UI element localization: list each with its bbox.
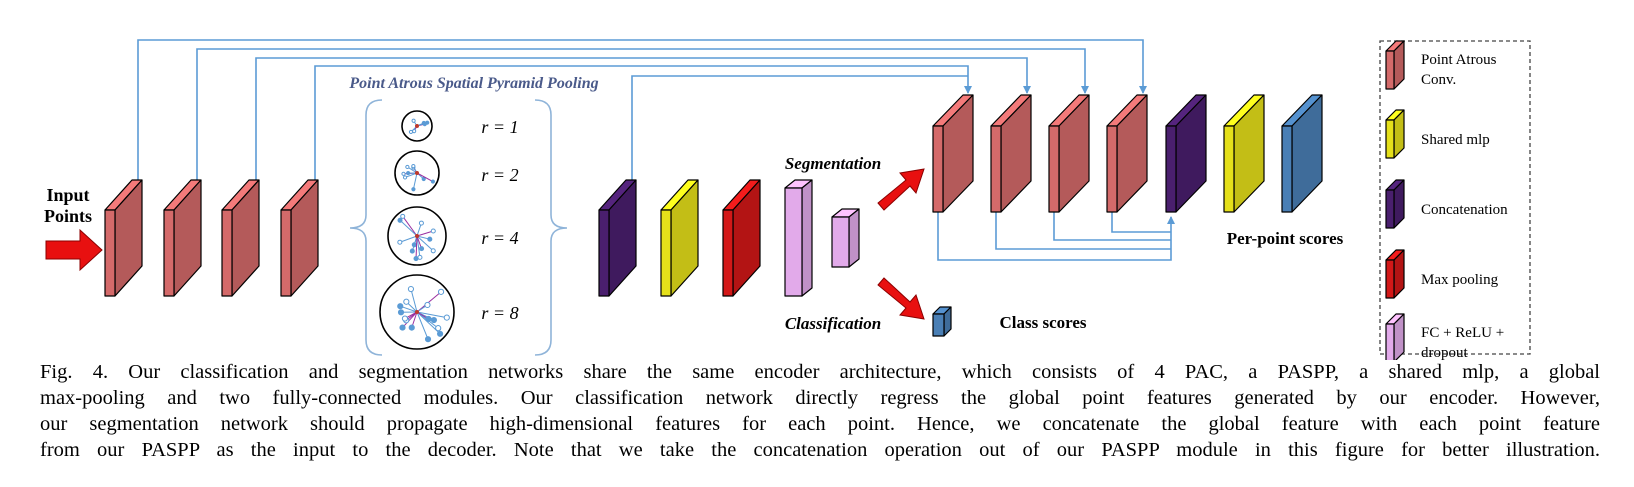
pac-block bbox=[1106, 94, 1148, 213]
maxpool-icon bbox=[1385, 249, 1405, 299]
rate-8: r = 8 bbox=[481, 303, 518, 323]
pac-block bbox=[221, 179, 260, 297]
paspp-title: Point Atrous Spatial Pyramid Pooling bbox=[348, 75, 598, 92]
classification-label: Classification bbox=[785, 314, 881, 333]
network-diagram: Input Points Point Atrous Spatial Pyrami… bbox=[44, 39, 1531, 360]
legend-item: FC + ReLU + dropout bbox=[1385, 313, 1504, 360]
legend-item: Max pooling bbox=[1385, 249, 1499, 299]
per-point-scores-label: Per-point scores bbox=[1227, 229, 1344, 248]
atrous-neighborhood bbox=[387, 206, 447, 266]
input-label: Input bbox=[46, 185, 89, 205]
maxpool-block bbox=[722, 179, 761, 297]
fc-icon bbox=[1385, 313, 1405, 360]
legend-label: Shared mlp bbox=[1421, 132, 1490, 148]
classification-arrow bbox=[877, 277, 925, 320]
legend-label: Concatenation bbox=[1421, 202, 1508, 218]
pac-block bbox=[1048, 94, 1090, 213]
paspp-circles bbox=[379, 110, 455, 350]
segmentation-label: Segmentation bbox=[785, 154, 881, 173]
caption-line: Fig. 4. Our classification and segmentat… bbox=[40, 361, 1600, 383]
pac-block bbox=[163, 179, 202, 297]
caption-line: max-pooling and two fully-connected modu… bbox=[40, 387, 1600, 409]
figure-caption: Fig. 4. Our classification and segmentat… bbox=[40, 359, 1600, 463]
middle-blocks bbox=[598, 179, 860, 297]
rate-2: r = 2 bbox=[481, 165, 518, 185]
pac-block bbox=[104, 179, 143, 297]
rate-4: r = 4 bbox=[481, 228, 518, 248]
score-block bbox=[1281, 94, 1323, 213]
atrous-neighborhood bbox=[394, 150, 440, 196]
atrous-neighborhood bbox=[401, 110, 433, 142]
fc-block bbox=[831, 208, 860, 268]
concat-block bbox=[598, 179, 637, 297]
pac-icon bbox=[1385, 40, 1405, 90]
legend-label: FC + ReLU + bbox=[1421, 325, 1504, 341]
concat-block bbox=[1165, 94, 1207, 213]
input-arrow bbox=[45, 228, 103, 272]
rate-1: r = 1 bbox=[481, 117, 518, 137]
pac-block bbox=[280, 179, 319, 297]
concat-icon bbox=[1385, 179, 1405, 229]
legend-label: Conv. bbox=[1421, 72, 1456, 88]
legend-item: Concatenation bbox=[1385, 179, 1508, 229]
segmentation-arrow bbox=[877, 168, 925, 211]
shared-mlp-icon bbox=[1385, 109, 1405, 159]
decoder-skip-connections bbox=[937, 210, 1175, 261]
atrous-neighborhood bbox=[379, 274, 455, 350]
shared-mlp-block bbox=[1223, 94, 1265, 213]
legend-label: Max pooling bbox=[1421, 272, 1499, 288]
input-label-2: Points bbox=[44, 206, 92, 226]
decoder-blocks bbox=[932, 94, 1323, 337]
pac-block bbox=[990, 94, 1032, 213]
paspp-braces bbox=[349, 99, 568, 356]
legend-label: Point Atrous bbox=[1421, 52, 1497, 68]
class-score-block bbox=[932, 306, 952, 337]
skip-connections bbox=[137, 39, 1147, 188]
fc-block bbox=[784, 179, 813, 297]
caption-line: from our PASPP as the input to the decod… bbox=[40, 439, 1600, 461]
shared-mlp-block bbox=[660, 179, 699, 297]
caption-line: our segmentation network should propagat… bbox=[40, 413, 1600, 435]
encoder-pac-blocks bbox=[104, 179, 319, 297]
class-scores-label: Class scores bbox=[999, 313, 1086, 332]
legend-label: dropout bbox=[1421, 345, 1468, 360]
legend-item: Shared mlp bbox=[1385, 109, 1490, 159]
pac-block bbox=[932, 94, 974, 213]
